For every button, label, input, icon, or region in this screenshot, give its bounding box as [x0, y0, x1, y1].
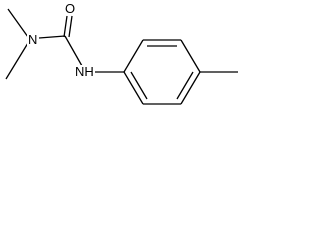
bond-carbonyl-double-2 — [68, 15, 73, 38]
bond-n-to-carbonyl — [38, 35, 66, 39]
ring-inner-bond-right — [176, 71, 194, 100]
ring-bond-3 — [180, 39, 201, 73]
aniline-nitrogen-atom-label: NH — [74, 64, 95, 79]
ring-bond-6 — [123, 71, 144, 105]
bond-carbonyl-to-nh — [64, 35, 83, 67]
ring-bond-1 — [123, 39, 144, 73]
structure-canvas: O N NH — [0, 0, 246, 116]
oxygen-atom-label: O — [64, 1, 77, 16]
bond-layer — [5, 8, 238, 105]
bond-carbonyl-double-1 — [63, 15, 68, 38]
ring-inner-bond-left — [130, 71, 148, 100]
amide-nitrogen-atom-label: N — [27, 32, 39, 47]
bond-n-to-methyl-lower — [5, 42, 29, 80]
bond-methyl-upper-to-n — [7, 8, 29, 38]
ring-bond-4 — [180, 71, 201, 105]
